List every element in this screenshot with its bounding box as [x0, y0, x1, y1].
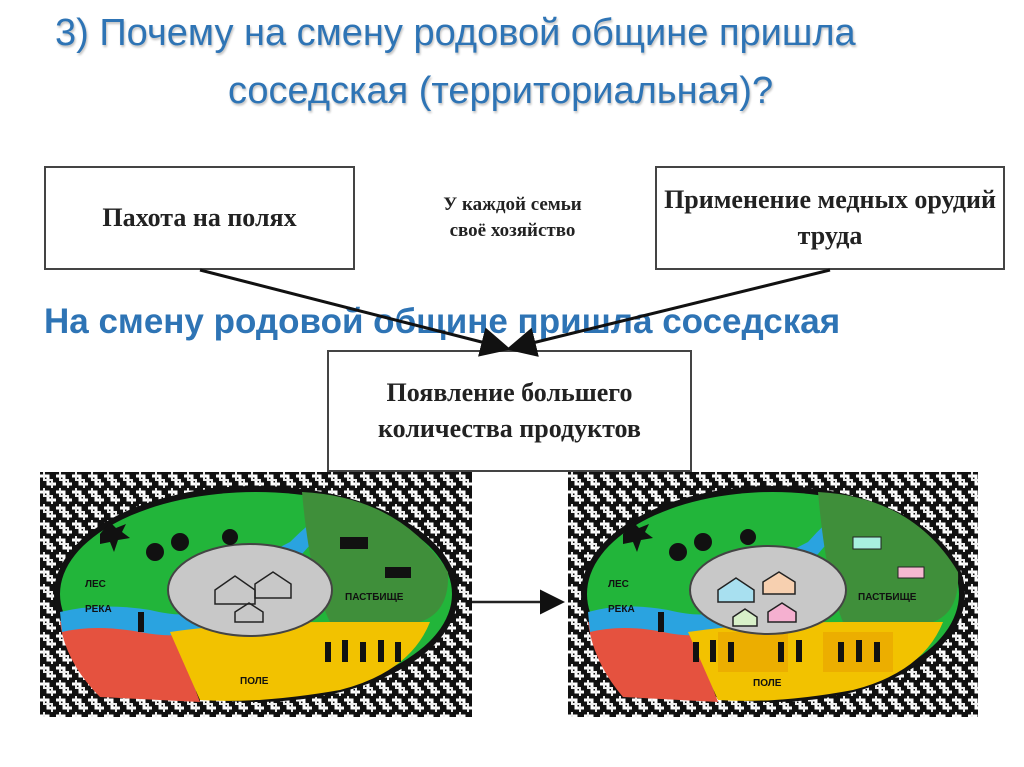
arrow-left-to-center [199, 268, 511, 357]
note-line-1: У каждой семьи [443, 194, 582, 215]
note-line-2: своё хозяйство [449, 219, 576, 241]
label-field: ПОЛЕ [240, 676, 269, 687]
box-copper-tools: Применение медных орудий труда [655, 166, 1005, 270]
pasture-area [302, 492, 449, 622]
subtitle: На смену родовой общине пришла соседская [44, 302, 841, 341]
label-forest: ЛЕС [608, 579, 629, 590]
label-field: ПОЛЕ [753, 678, 782, 689]
label-pasture: ПАСТБИЩЕ [345, 592, 404, 603]
field-area [170, 622, 430, 701]
red-field-area [588, 622, 718, 702]
village-area [167, 543, 333, 637]
red-field-area [60, 622, 200, 702]
slide-title-line-2: соседская (территориальная)? [228, 70, 774, 112]
box-more-products: Появление большего количества продуктов [327, 350, 692, 472]
label-river: РЕКА [608, 604, 635, 615]
label-pasture: ПАСТБИЩЕ [858, 592, 917, 603]
slide-title-line-1: 3) Почему на смену родовой общине пришла [55, 12, 856, 54]
pasture-area [818, 492, 959, 622]
label-forest: ЛЕС [85, 579, 106, 590]
note-family-household: У каждой семьи своё хозяйство [410, 192, 615, 243]
label-river: РЕКА [85, 604, 112, 615]
box-plowing: Пахота на полях [44, 166, 355, 270]
community-map-neighbor: ЛЕС РЕКА ПАСТБИЩЕ ПОЛЕ [568, 472, 978, 717]
arrow-right-to-center [506, 268, 831, 357]
community-map-clan: ЛЕС РЕКА ПАСТБИЩЕ ПОЛЕ [40, 472, 472, 717]
